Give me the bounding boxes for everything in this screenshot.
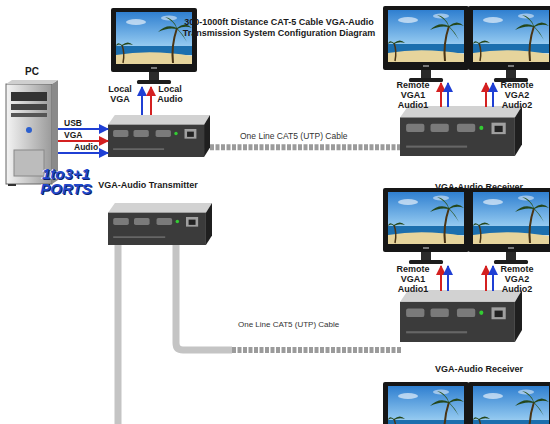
- device-node: VGA-Audio Receiver: [400, 292, 520, 342]
- monitor: [468, 188, 550, 264]
- signal-label: Remote VGA2 Audio2: [492, 80, 542, 110]
- audio-arrow: [150, 87, 152, 115]
- monitor: [383, 6, 469, 82]
- signal-label: Remote VGA1 Audio1: [388, 80, 438, 110]
- cable-label: One Line CAT5 (UTP) Cable: [238, 320, 408, 330]
- monitor: [468, 382, 550, 424]
- monitor: [111, 8, 197, 84]
- drive-bay: [11, 104, 47, 110]
- pc-vent: [14, 150, 44, 176]
- audio-arrow: [440, 83, 442, 107]
- connector-layer: [58, 129, 400, 153]
- node-label: PC: [0, 67, 72, 77]
- device-node: VGA-Audio Receiver: [400, 108, 520, 156]
- vga-arrow: [447, 266, 449, 291]
- port-count: 1to3+1 PORTS: [24, 166, 108, 196]
- receiver-unit: [400, 106, 522, 156]
- cat5-cable: [232, 347, 402, 353]
- vga-arrow: [492, 83, 494, 107]
- signal-arrow: [58, 140, 108, 142]
- node-label: VGA-Audio Receiver: [414, 182, 544, 192]
- vga-arrow: [492, 266, 494, 291]
- monitor: [383, 382, 469, 424]
- cable-run: [115, 225, 122, 424]
- monitor: [383, 188, 469, 264]
- cat5-cable: [210, 144, 400, 150]
- signal-arrow: [58, 128, 108, 130]
- receiver-unit: [400, 290, 522, 342]
- signal-label: Audio: [74, 142, 98, 152]
- cable-run: [176, 244, 232, 350]
- signal-label: VGA: [64, 130, 82, 140]
- signal-label: Local VGA: [100, 84, 140, 104]
- audio-arrow: [485, 266, 487, 291]
- cable-label: One Line CAT5 (UTP) Cable: [240, 131, 348, 141]
- monitor: [468, 6, 550, 82]
- signal-label: Remote VGA1 Audio1: [388, 264, 438, 294]
- signal-arrow: [58, 152, 108, 154]
- pc-top: [6, 80, 58, 84]
- transmitter-unit: [108, 203, 212, 245]
- vga-arrow: [141, 87, 143, 115]
- device-node: VGA-Audio Transmitter: [108, 117, 210, 157]
- node-label: VGA-Audio Transmitter: [78, 180, 218, 190]
- drive-bay: [11, 113, 47, 117]
- power-button: [26, 127, 32, 133]
- audio-arrow: [440, 266, 442, 291]
- signal-label: USB: [64, 118, 82, 128]
- signal-label: Local Audio: [150, 84, 190, 104]
- transmitter-unit: [108, 115, 210, 157]
- signal-label: Remote VGA2 Audio2: [492, 264, 542, 294]
- vga-arrow: [447, 83, 449, 107]
- audio-arrow: [485, 83, 487, 107]
- node-label: VGA-Audio Receiver: [414, 364, 544, 374]
- diagram-title: 300-1000ft Distance CAT-5 Cable VGA-Audi…: [160, 17, 398, 39]
- pc-foot: [8, 184, 16, 186]
- drive-bay: [11, 92, 47, 101]
